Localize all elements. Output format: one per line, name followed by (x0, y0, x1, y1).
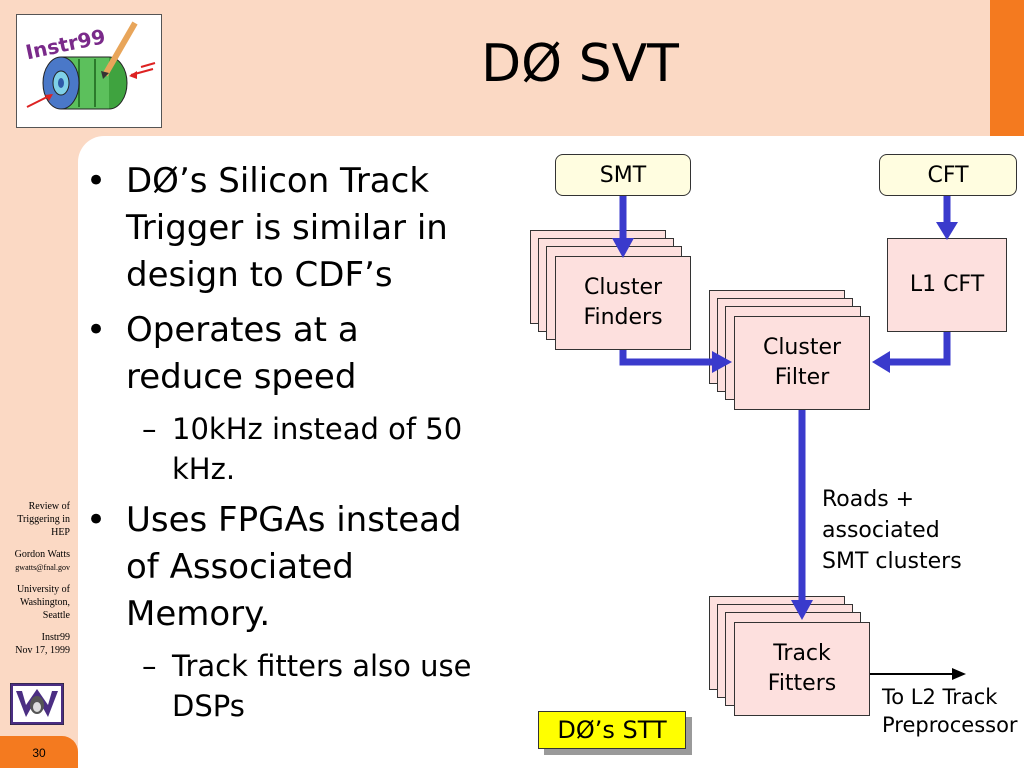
instr99-logo: Instr99 (16, 14, 162, 128)
detector-icon: Instr99 (23, 21, 156, 110)
sidebar-line: Triggering in (17, 514, 70, 525)
stt-label: DØ’s STT (538, 711, 686, 749)
sidebar-line: University of (16, 584, 70, 595)
roads-note: Roads + associated SMT clusters (822, 487, 962, 574)
sidebar-line: HEP (51, 527, 70, 538)
slide-title: DØ SVT (481, 34, 679, 94)
title-band (0, 0, 1024, 136)
accent-strip (990, 0, 1024, 136)
page-number-tab (0, 736, 78, 768)
sidebar-line: Washington, (19, 597, 70, 608)
bullet-list: • DØ’s Silicon Track Trigger is similar … (84, 158, 534, 734)
cluster-filter-node: Cluster Filter (734, 316, 870, 410)
sidebar-author: Gordon Watts (14, 549, 70, 560)
sub-bullet-item: – Track fitters also use DSPs (142, 649, 472, 723)
finders-to-filter-arrow (619, 350, 712, 366)
bullet-item: • Uses FPGAs instead of Associated Memor… (86, 500, 462, 634)
cluster-finders-node: Cluster Finders (555, 256, 691, 350)
sub-bullet-item: – 10kHz instead of 50 kHz. (142, 412, 463, 486)
l1-to-filter-arrow (888, 332, 951, 366)
sidebar-email: gwatts@fnal.gov (15, 563, 70, 572)
sidebar-conference: Instr99 (41, 632, 70, 643)
l2-destination-note: To L2 Track Preprocessor (882, 685, 1018, 737)
bullet-item: • DØ’s Silicon Track Trigger is similar … (86, 161, 448, 295)
smt-node: SMT (555, 154, 691, 196)
university-logo-icon (10, 683, 64, 725)
bullet-item: • Operates at a reduce speed (86, 310, 359, 397)
page-number: 30 (32, 746, 46, 760)
sidebar-date: Nov 17, 1999 (15, 645, 70, 656)
sidebar-line: Review of (28, 501, 70, 512)
sidebar-line: Seattle (42, 610, 70, 621)
sidebar-notes: Review of Triggering in HEP Gordon Watts… (2, 500, 70, 657)
cft-node: CFT (879, 154, 1017, 196)
track-fitters-node: Track Fitters (734, 622, 870, 716)
